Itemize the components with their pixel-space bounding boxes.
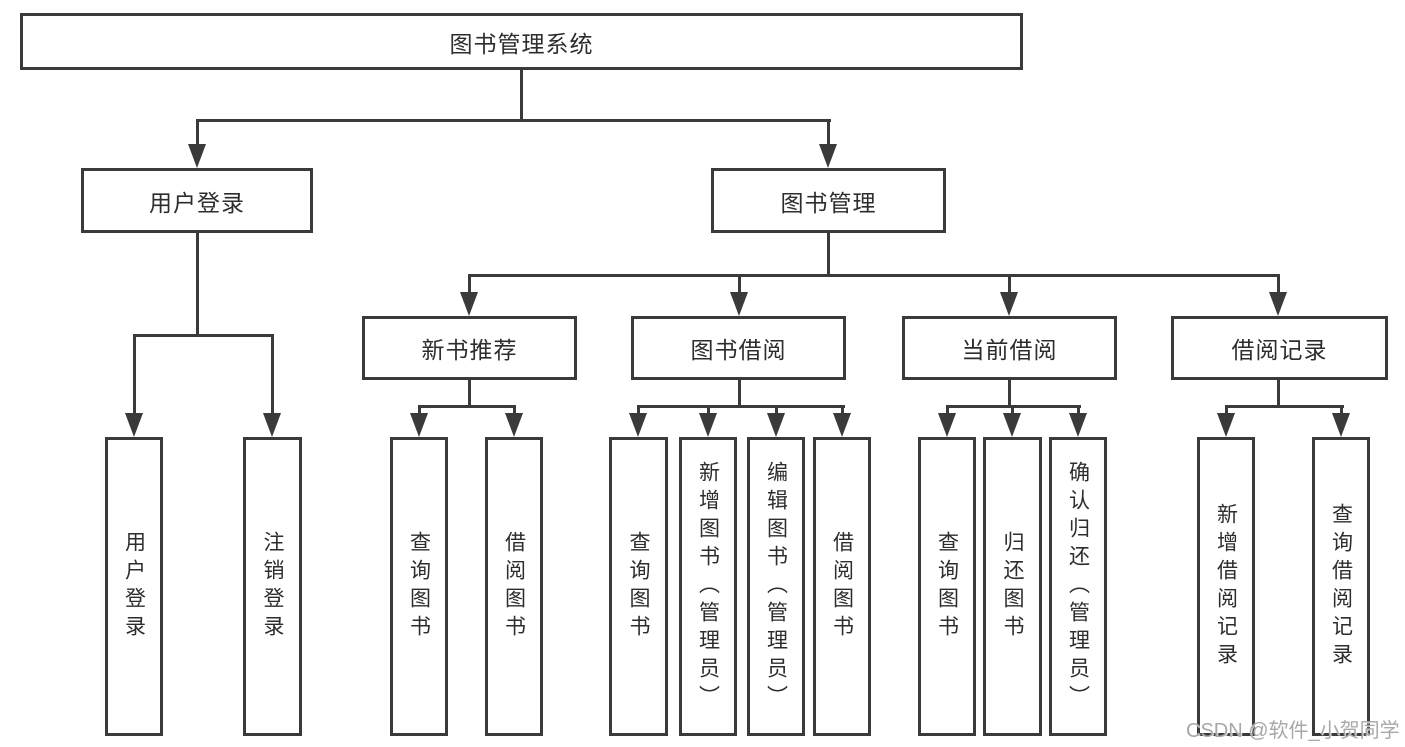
connector-line (637, 405, 640, 417)
connector-line (707, 405, 710, 417)
arrow-down-icon (938, 413, 956, 437)
connector-line (1008, 274, 1011, 294)
arrow-down-icon (188, 144, 206, 168)
node-book-borrow-label: 图书借阅 (690, 337, 787, 363)
connector-line (637, 405, 845, 408)
arrow-down-icon (505, 413, 523, 437)
node-user-login: 用户登录 (81, 168, 313, 233)
connector-line (1225, 405, 1344, 408)
leaf-borrow-books-label: 借阅图书 (830, 530, 854, 643)
connector-line (738, 274, 741, 294)
connector-line (271, 334, 274, 416)
arrow-down-icon (1000, 292, 1018, 316)
connector-line (418, 405, 421, 417)
connector-line (841, 405, 844, 417)
connector-line (1277, 274, 1280, 294)
connector-line (1340, 405, 1343, 417)
leaf-query-books-recommend: 查询图书 (390, 437, 448, 736)
connector-line (513, 405, 516, 417)
arrow-down-icon (1069, 413, 1087, 437)
connector-line (196, 119, 831, 122)
arrow-down-icon (1217, 413, 1235, 437)
leaf-edit-books-admin-label: 编辑图书（管理员） (764, 460, 788, 713)
node-root: 图书管理系统 (20, 13, 1023, 70)
node-root-label: 图书管理系统 (449, 30, 594, 57)
arrow-down-icon (1003, 413, 1021, 437)
leaf-add-books-admin-label: 新增图书（管理员） (696, 460, 720, 713)
leaf-return-books: 归还图书 (983, 437, 1042, 736)
node-new-book-recommend: 新书推荐 (362, 316, 577, 380)
connector-line (468, 380, 471, 408)
connector-line (468, 274, 1280, 277)
leaf-confirm-return-admin: 确认归还（管理员） (1049, 437, 1107, 736)
arrow-down-icon (125, 413, 143, 437)
connector-line (520, 70, 523, 122)
leaf-add-books-admin: 新增图书（管理员） (679, 437, 737, 736)
arrow-down-icon (767, 413, 785, 437)
leaf-return-books-label: 归还图书 (1001, 530, 1024, 643)
leaf-user-login-label: 用户登录 (122, 530, 146, 643)
leaf-query-borrow-record-label: 查询借阅记录 (1329, 502, 1353, 671)
leaf-query-borrow-record: 查询借阅记录 (1312, 437, 1370, 736)
leaf-add-borrow-record: 新增借阅记录 (1197, 437, 1255, 736)
node-book-borrow: 图书借阅 (631, 316, 846, 380)
node-book-management-label: 图书管理 (780, 189, 877, 216)
connector-line (946, 405, 949, 417)
leaf-edit-books-admin: 编辑图书（管理员） (747, 437, 805, 736)
leaf-query-books-current: 查询图书 (918, 437, 976, 736)
arrow-down-icon (460, 292, 478, 316)
leaf-borrow-books-recommend: 借阅图书 (485, 437, 543, 736)
arrow-down-icon (819, 144, 837, 168)
connector-line (1008, 380, 1011, 408)
node-current-borrow-label: 当前借阅 (961, 337, 1058, 363)
connector-line (827, 233, 830, 277)
leaf-confirm-return-admin-label: 确认归还（管理员） (1066, 460, 1090, 713)
connector-line (1077, 405, 1080, 417)
node-new-book-recommend-label: 新书推荐 (421, 337, 518, 363)
arrow-down-icon (263, 413, 281, 437)
watermark: CSDN @软件_小贺同学 (1186, 720, 1400, 742)
connector-line (133, 334, 136, 416)
arrow-down-icon (1332, 413, 1350, 437)
connector-line (738, 380, 741, 408)
leaf-query-books-borrow-label: 查询图书 (627, 530, 650, 643)
leaf-user-login: 用户登录 (105, 437, 163, 736)
leaf-logout-label: 注销登录 (261, 530, 284, 643)
connector-line (196, 233, 199, 337)
arrow-down-icon (833, 413, 851, 437)
connector-line (1277, 377, 1280, 408)
arrow-down-icon (699, 413, 717, 437)
connector-line (775, 405, 778, 417)
connector-line (468, 274, 471, 294)
arrow-down-icon (410, 413, 428, 437)
leaf-add-borrow-record-label: 新增借阅记录 (1214, 502, 1238, 671)
arrow-down-icon (629, 413, 647, 437)
connector-line (196, 119, 199, 147)
node-current-borrow: 当前借阅 (902, 316, 1117, 380)
leaf-query-books-borrow: 查询图书 (609, 437, 668, 736)
node-borrow-records: 借阅记录 (1171, 316, 1388, 380)
leaf-query-books-recommend-label: 查询图书 (407, 530, 431, 643)
connector-line (1011, 405, 1014, 417)
node-borrow-records-label: 借阅记录 (1231, 337, 1328, 363)
connector-line (1225, 405, 1228, 417)
arrow-down-icon (1269, 292, 1287, 316)
connector-line (133, 334, 274, 337)
leaf-logout: 注销登录 (243, 437, 302, 736)
node-book-management: 图书管理 (711, 168, 946, 233)
node-user-login-label: 用户登录 (149, 189, 245, 216)
connector-line (827, 119, 830, 147)
leaf-query-books-current-label: 查询图书 (935, 530, 959, 643)
leaf-borrow-books-recommend-label: 借阅图书 (502, 530, 526, 643)
arrow-down-icon (730, 292, 748, 316)
connector-line (418, 405, 516, 408)
leaf-borrow-books: 借阅图书 (813, 437, 871, 736)
